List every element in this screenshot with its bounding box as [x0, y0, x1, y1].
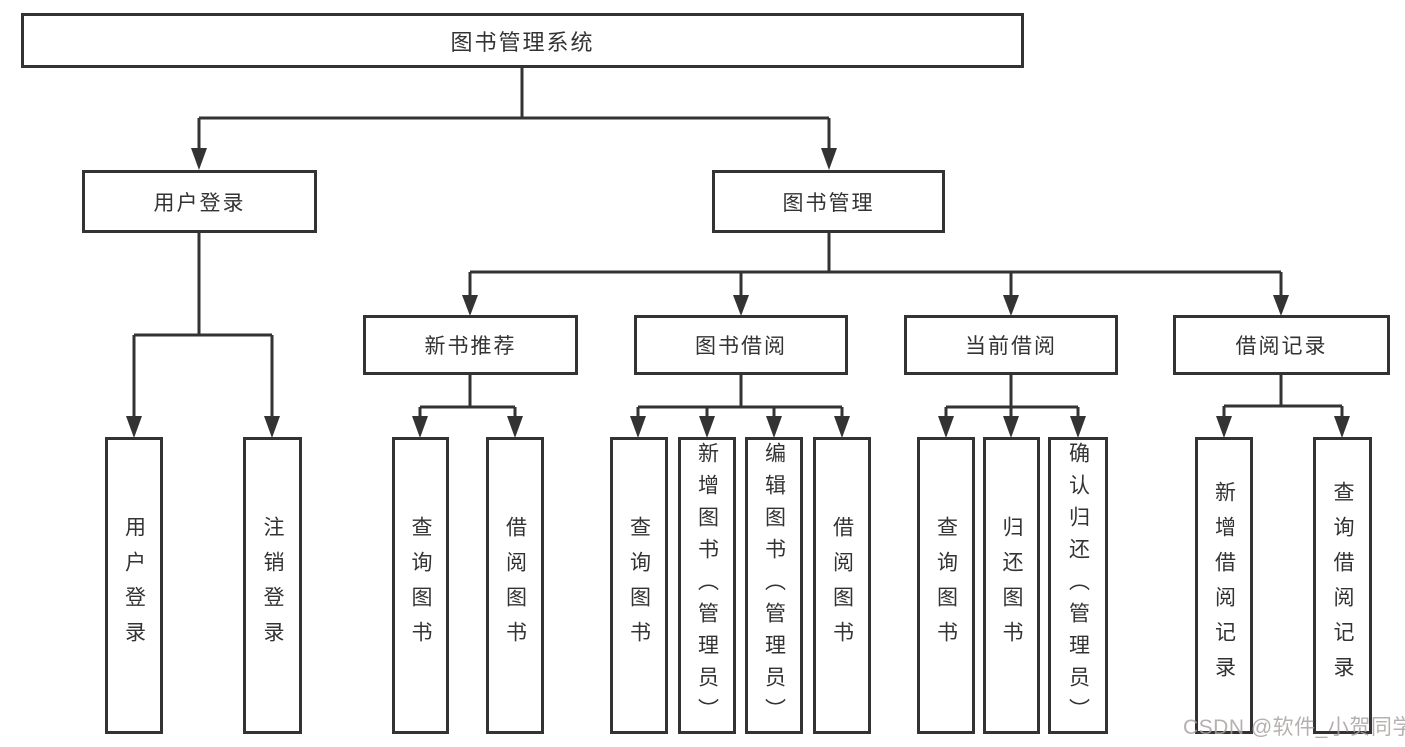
leaf-cb-return-book: 归还图书: [983, 437, 1040, 734]
node-label: 图书借阅: [695, 335, 787, 358]
node-label: 用户登录: [153, 191, 246, 215]
node-label: 查询图书: [934, 515, 958, 656]
node-label: 确认归还（管理员）: [1066, 441, 1090, 730]
node-label: 新书推荐: [424, 335, 517, 358]
node-label: 借阅记录: [1235, 335, 1328, 358]
leaf-br-query-record: 查询借阅记录: [1313, 437, 1372, 734]
csdn-watermark: CSDN @软件_小贺同学: [1183, 716, 1405, 739]
node-label: 图书管理: [782, 191, 875, 215]
node-book-mgmt: 图书管理: [712, 170, 945, 233]
leaf-logout: 注销登录: [243, 437, 302, 734]
leaf-bb-add-book: 新增图书（管理员）: [678, 437, 736, 734]
node-label: 图书管理系统: [450, 29, 595, 55]
leaf-bb-query-book: 查询图书: [610, 437, 668, 734]
node-new-book-rec: 新书推荐: [363, 315, 578, 375]
node-borrow-record: 借阅记录: [1173, 315, 1390, 375]
arrowheads: [126, 148, 1350, 438]
node-book-borrow: 图书借阅: [634, 315, 848, 375]
node-label: 查询图书: [409, 515, 432, 656]
leaf-bb-borrow-book: 借阅图书: [813, 437, 871, 734]
node-label: 编辑图书（管理员）: [762, 441, 786, 730]
node-label: 新增借阅记录: [1212, 480, 1236, 691]
node-label: 用户登录: [122, 515, 146, 656]
leaf-nbr-query-book: 查询图书: [392, 437, 449, 734]
leaf-nbr-borrow-book: 借阅图书: [486, 437, 544, 734]
node-user-login: 用户登录: [82, 170, 317, 233]
leaf-cb-query-book: 查询图书: [917, 437, 975, 734]
node-label: 借阅图书: [830, 515, 854, 656]
node-label: 当前借阅: [965, 335, 1057, 358]
node-label: 查询借阅记录: [1331, 480, 1354, 691]
node-root: 图书管理系统: [21, 13, 1024, 68]
node-current-borrow: 当前借阅: [904, 315, 1118, 375]
leaf-br-add-record: 新增借阅记录: [1195, 437, 1253, 734]
node-label: 归还图书: [1000, 515, 1023, 656]
node-label: 新增图书（管理员）: [695, 441, 719, 730]
node-label: 借阅图书: [503, 515, 527, 656]
node-label: 注销登录: [261, 515, 284, 656]
leaf-cb-confirm-return: 确认归还（管理员）: [1048, 437, 1108, 734]
leaf-user-login: 用户登录: [105, 437, 163, 734]
leaf-bb-edit-book: 编辑图书（管理员）: [745, 437, 803, 734]
node-label: 查询图书: [627, 515, 651, 656]
